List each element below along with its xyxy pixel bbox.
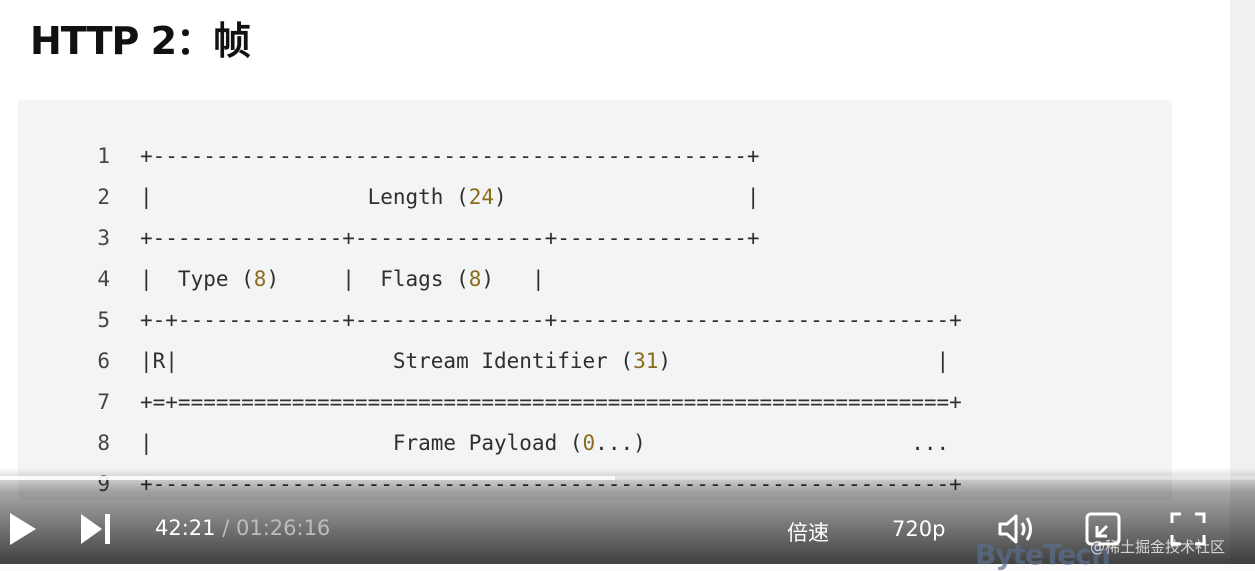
code-number: 31 xyxy=(633,349,659,373)
line-number: 8 xyxy=(97,431,110,455)
speed-button[interactable]: 倍速 xyxy=(787,521,829,545)
code-number: 24 xyxy=(468,185,495,209)
fullscreen-icon[interactable] xyxy=(1170,512,1206,546)
code-fragment: | Type ( xyxy=(140,267,254,291)
picture-in-picture-icon[interactable] xyxy=(1085,512,1121,546)
code-text: | Length (24) | xyxy=(140,177,760,217)
code-text: |R| Stream Identifier (31) | xyxy=(140,341,949,381)
site-watermark: @稀土掘金技术社区 xyxy=(1090,538,1226,556)
progress-bar[interactable] xyxy=(0,476,1255,480)
quality-button[interactable]: 720p xyxy=(892,517,946,541)
total-time: 01:26:16 xyxy=(235,516,331,540)
code-text: +-+-------------+---------------+-------… xyxy=(140,300,962,340)
player-controls-overlay xyxy=(0,468,1255,564)
code-text: | Type (8) | Flags (8) | xyxy=(140,259,545,299)
current-time: 42:21 xyxy=(155,516,216,540)
code-block: 1 +--------------------------------------… xyxy=(18,100,1172,500)
time-display: 42:21 / 01:26:16 xyxy=(155,516,330,540)
line-number: 1 xyxy=(97,144,110,168)
code-fragment: +---------------------------------------… xyxy=(140,144,760,168)
code-number: 0 xyxy=(582,431,596,455)
line-number: 7 xyxy=(97,390,110,414)
line-number: 2 xyxy=(97,185,110,209)
code-fragment: ) | Flags ( xyxy=(266,267,469,291)
code-number: 8 xyxy=(253,267,267,291)
time-separator: / xyxy=(215,516,236,540)
code-fragment: |R| Stream Identifier ( xyxy=(140,349,634,373)
line-number: 5 xyxy=(97,308,110,332)
code-fragment: ) | xyxy=(494,185,760,209)
line-number: 4 xyxy=(97,267,110,291)
code-fragment: ) | xyxy=(481,267,545,291)
code-fragment: | Length ( xyxy=(140,185,469,209)
code-text: +---------------------------------------… xyxy=(140,136,760,176)
slide-title: HTTP 2：帧 xyxy=(30,19,251,63)
code-fragment: ) | xyxy=(658,349,950,373)
code-fragment: +---------------+---------------+-------… xyxy=(140,226,760,250)
code-fragment: | Frame Payload ( xyxy=(140,431,583,455)
line-number: 3 xyxy=(97,226,110,250)
code-text: +=+=====================================… xyxy=(140,382,962,422)
code-fragment: +=+=====================================… xyxy=(140,390,962,414)
code-number: 8 xyxy=(468,267,482,291)
code-fragment: +-+-------------+---------------+-------… xyxy=(140,308,962,332)
volume-icon[interactable] xyxy=(997,512,1037,546)
code-text: +---------------+---------------+-------… xyxy=(140,218,760,258)
line-number: 6 xyxy=(97,349,110,373)
progress-played xyxy=(0,476,615,480)
code-fragment: ...) ... xyxy=(595,431,950,455)
next-icon[interactable] xyxy=(80,513,112,545)
play-icon[interactable] xyxy=(8,512,38,546)
code-text: | Frame Payload (0...) ... xyxy=(140,423,949,463)
